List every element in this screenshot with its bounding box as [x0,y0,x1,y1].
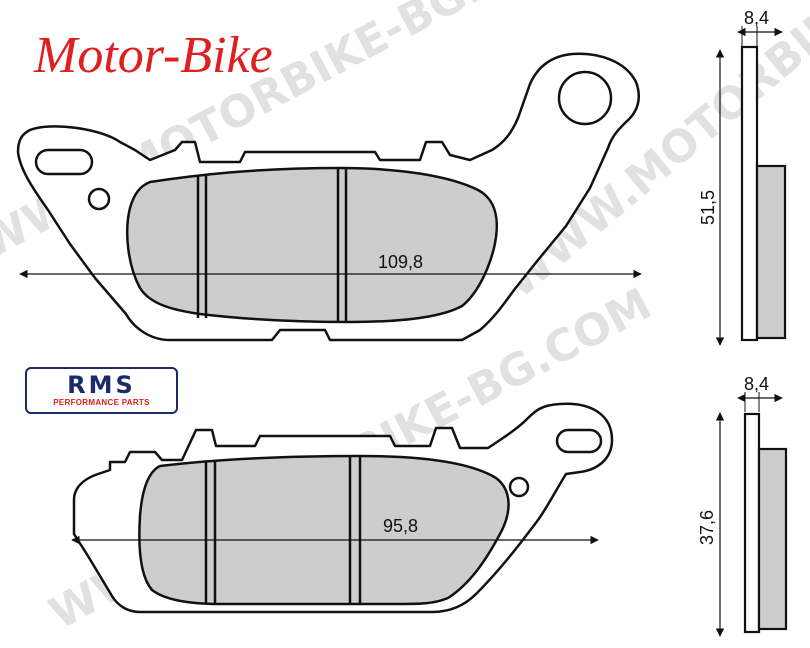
bottom-pad-small-hole [508,476,530,498]
bottom-pad-length-label: 95,8 [383,516,418,536]
bottom-pad-height-label: 37,6 [697,510,717,545]
top-pad-slot-hole [34,148,94,176]
top-pad-side-plate [740,45,759,342]
top-pad-side-friction [755,164,787,340]
top-pad-small-hole [87,187,111,211]
top-pad-thickness-label: 8,4 [744,8,769,28]
bottom-pad [72,402,614,614]
rms-logo: RMS PERFORMANCE PARTS [25,367,178,414]
brand-title: Motor-Bike [34,27,273,84]
bottom-pad-side-plate [743,412,761,634]
top-pad-length-label: 109,8 [378,252,423,272]
top-pad-mount-hole [557,70,613,126]
top-pad-height-label: 51,5 [698,190,718,225]
bottom-pad-side-view: 8,4 37,6 [697,374,788,637]
bottom-pad-slot-hole [555,428,603,454]
bottom-pad-friction-material [138,454,510,606]
rms-logo-tagline: PERFORMANCE PARTS [53,398,150,407]
bottom-pad-thickness-label: 8,4 [744,374,769,394]
top-pad-side-view: 8,4 51,5 [698,8,787,346]
top-pad [16,52,640,342]
rms-logo-mark: RMS [67,371,136,399]
top-pad-length-dimension: 109,8 [19,252,642,279]
bottom-pad-length-dimension: 95,8 [71,516,599,545]
top-pad-friction-material [125,166,498,324]
bottom-pad-side-friction [757,447,788,631]
